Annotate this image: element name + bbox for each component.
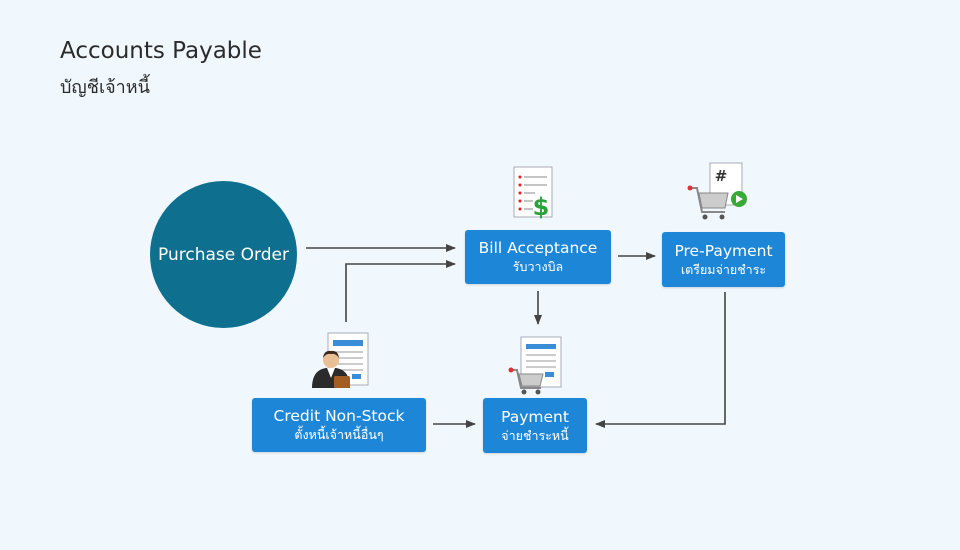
node-label: Credit Non-Stock — [273, 407, 405, 425]
cart-hash-document-icon: # — [687, 162, 747, 220]
page-subtitle: บัญชีเจ้าหนี้ — [60, 77, 150, 98]
node-label: Payment — [501, 407, 569, 426]
svg-text:#: # — [715, 167, 728, 185]
node-purchase-order: Purchase Order — [150, 181, 297, 328]
node-bill-acceptance: Bill Acceptance รับวางบิล — [465, 230, 611, 284]
node-sublabel: ตั้งหนี้เจ้าหนี้อื่นๆ — [294, 427, 384, 442]
node-payment: Payment จ่ายชำระหนี้ — [483, 398, 587, 453]
cart-document-icon — [508, 336, 562, 395]
node-label: Pre-Payment — [674, 241, 773, 260]
page-title: Accounts Payable — [60, 38, 262, 64]
node-sublabel: เตรียมจ่ายชำระ — [680, 261, 767, 277]
businessman-document-icon — [312, 332, 369, 388]
arrow-prepay-to-payment — [595, 292, 726, 428]
invoice-dollar-icon: $ — [513, 166, 553, 221]
node-sublabel: รับวางบิล — [512, 259, 564, 274]
node-label: Bill Acceptance — [478, 239, 598, 257]
arrow-credit-to-bill — [345, 260, 456, 322]
svg-text:$: $ — [533, 193, 550, 221]
node-pre-payment: Pre-Payment เตรียมจ่ายชำระ — [662, 232, 785, 287]
node-sublabel: จ่ายชำระหนี้ — [501, 427, 569, 443]
node-credit-non-stock: Credit Non-Stock ตั้งหนี้เจ้าหนี้อื่นๆ — [252, 398, 426, 452]
node-label: Purchase Order — [158, 244, 289, 265]
